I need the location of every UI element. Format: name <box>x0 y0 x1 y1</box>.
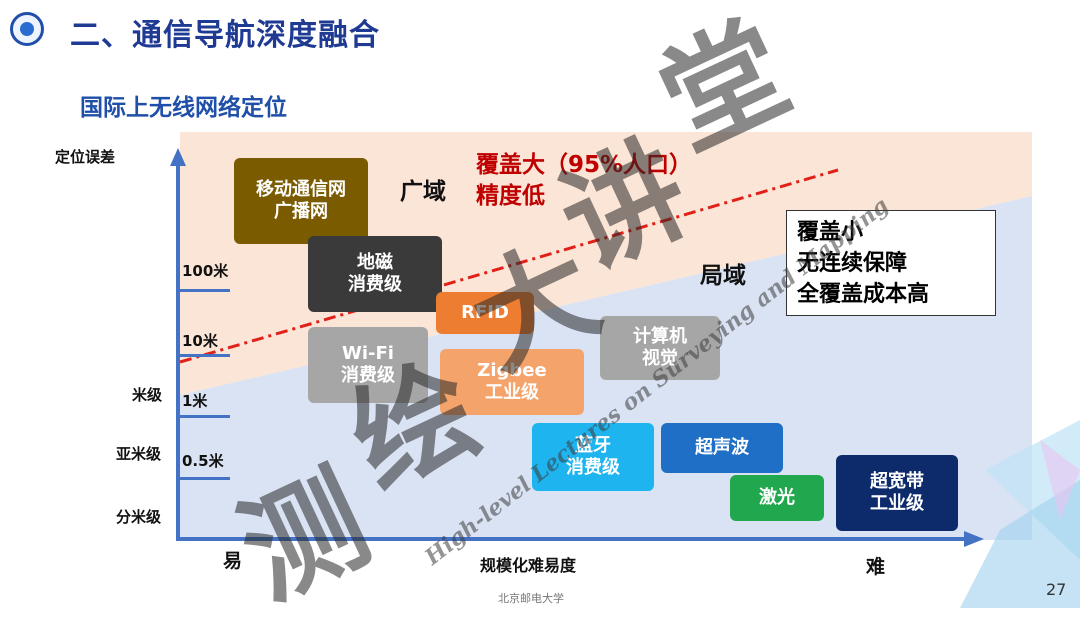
slide-subtitle: 国际上无线网络定位 <box>80 95 287 121</box>
page-number: 27 <box>1046 580 1067 599</box>
y-tick-100m <box>178 289 230 292</box>
x-hard-label: 难 <box>866 556 886 578</box>
y-axis-label: 定位误差 <box>55 148 116 166</box>
university-logo-icon <box>10 12 44 46</box>
tech-ultrasonic: 超声波 <box>661 423 783 473</box>
y-tick-0-5m <box>178 477 230 480</box>
y-tick-label-10m: 10米 <box>182 332 218 350</box>
local-area-note: 覆盖小 无连续保障 全覆盖成本高 <box>786 210 996 316</box>
y-tick-label-1m: 1米 <box>182 392 208 410</box>
tech-rfid: RFID <box>436 292 534 334</box>
wide-area-note: 覆盖大（95%人口） 精度低 <box>476 152 693 209</box>
x-easy-label: 易 <box>223 550 243 572</box>
boundary-line <box>179 168 839 364</box>
y-tick-label-0-5m: 0.5米 <box>182 452 224 470</box>
slide-title: 二、通信导航深度融合 <box>70 18 380 53</box>
tech-zigbee: Zigbee 工业级 <box>440 349 584 415</box>
y-tick-1m <box>178 415 230 418</box>
y-level-decimeter: 分米级 <box>116 508 162 526</box>
y-tick-label-100m: 100米 <box>182 262 229 280</box>
x-axis-arrow <box>964 531 984 547</box>
tech-laser: 激光 <box>730 475 824 521</box>
tech-computer-vision: 计算机 视觉 <box>600 316 720 380</box>
local-area-label: 局域 <box>700 263 746 289</box>
y-axis-arrow <box>170 148 186 166</box>
x-axis-label: 规模化难易度 <box>480 556 577 575</box>
tech-mobile-broadcast: 移动通信网 广播网 <box>234 158 368 244</box>
tech-bluetooth: 蓝牙 消费级 <box>532 423 654 491</box>
tech-geomagnetic: 地磁 消费级 <box>308 236 442 312</box>
y-level-meter: 米级 <box>132 386 163 404</box>
footer-university: 北京邮电大学 <box>498 592 564 605</box>
wide-area-label: 广域 <box>400 179 446 205</box>
decor-triangle <box>1040 440 1080 520</box>
tech-uwb: 超宽带 工业级 <box>836 455 958 531</box>
y-tick-10m <box>178 354 230 357</box>
tech-wifi: Wi-Fi 消费级 <box>308 327 428 403</box>
decor-triangle <box>960 480 1080 608</box>
y-level-submeter: 亚米级 <box>116 445 162 463</box>
